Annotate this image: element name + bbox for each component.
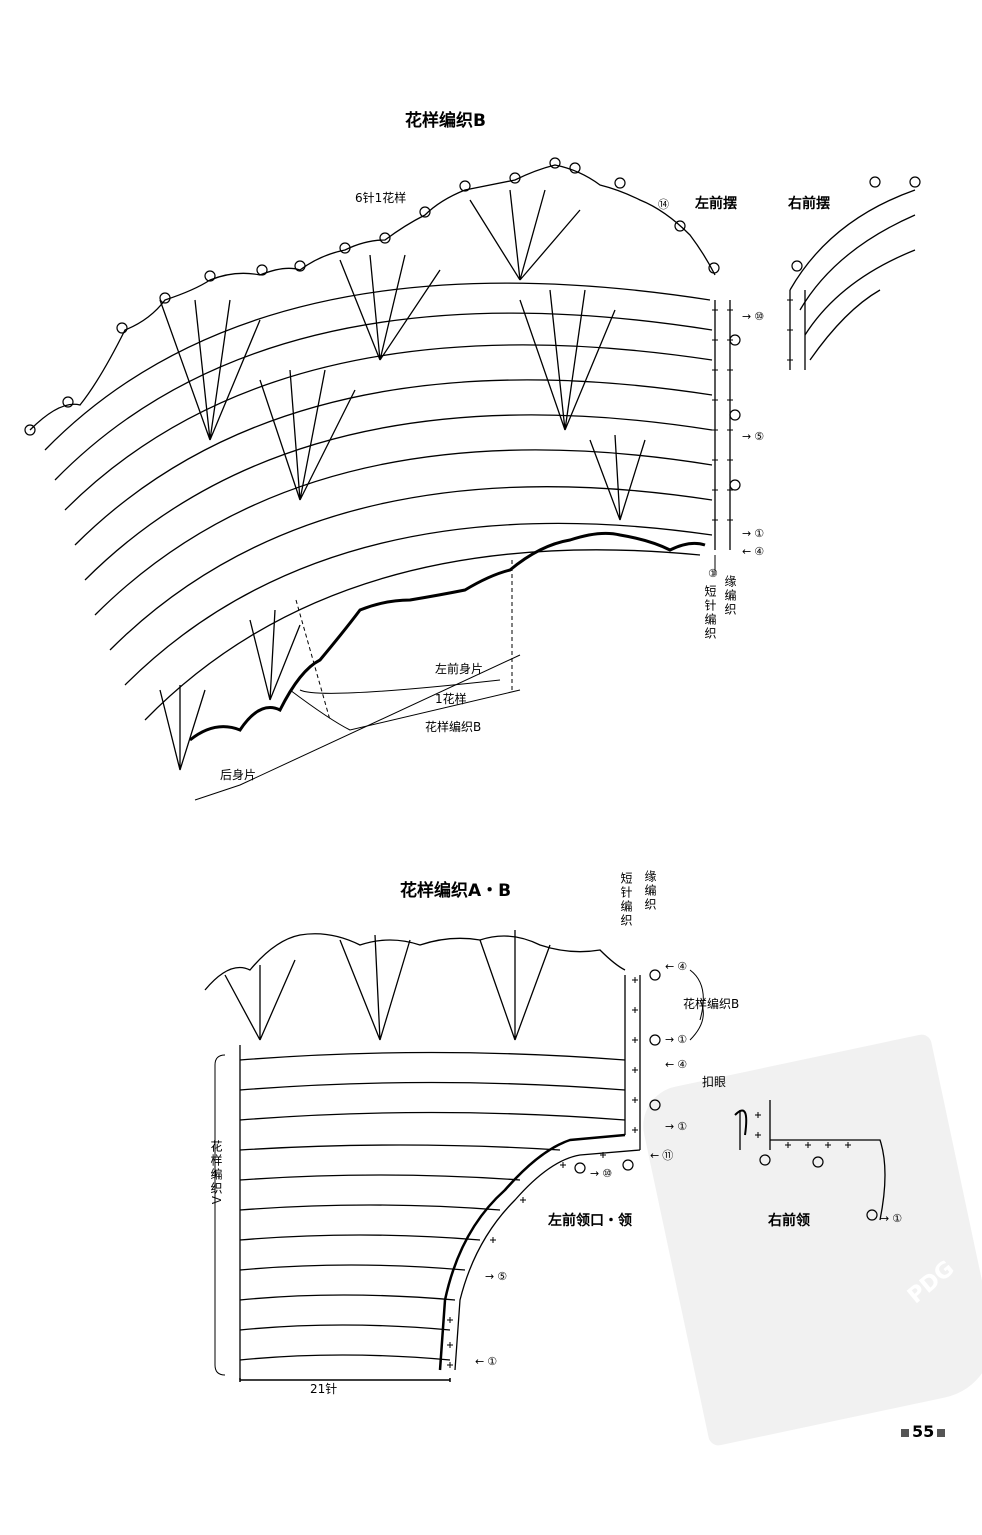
diagram-b-title: 花样编织B — [405, 111, 486, 131]
left-front-body-label: 左前身片 — [435, 662, 484, 676]
row-marker-5: →⑤ — [742, 430, 765, 443]
ab-pattern-b-label: 花样编织B — [683, 997, 740, 1011]
row-marker-4: ←④ — [742, 545, 765, 558]
ab-row-marker-10: →⑩ — [590, 1167, 613, 1180]
left-front-hem-label: 左前摆 — [695, 196, 737, 212]
page-number: 55 — [898, 1422, 948, 1441]
diagram-ab-title: 花样编织A・B — [400, 881, 512, 901]
ab-row-marker-4b: ←④ — [665, 1058, 688, 1071]
stitch-count-label: 21针 — [310, 1382, 338, 1396]
ab-edge-label-single-crochet: 短针编织 — [619, 872, 633, 928]
right-front-hem-label: 右前摆 — [788, 196, 830, 212]
row-marker-1a: →① — [742, 527, 765, 540]
edge-label-single-crochet: 短针编织 — [703, 585, 717, 641]
left-neck-label: 左前领口・领 — [548, 1213, 632, 1229]
bottom-boundary-b — [189, 531, 706, 742]
row-marker-1b: ① — [708, 567, 718, 580]
repeat-label: 6针1花样 — [355, 191, 407, 205]
ab-row-marker-1c: ←① — [475, 1355, 498, 1368]
ab-row-marker-11: ←⑪ — [650, 1148, 674, 1163]
row-marker-10: →⑩ — [742, 310, 765, 323]
ab-row-marker-1a: →① — [665, 1033, 688, 1046]
right-collar-label: 右前领 — [768, 1213, 810, 1229]
pattern-a-label: 花样编织A — [209, 1140, 223, 1207]
row-marker-14: ⑭ — [658, 198, 669, 211]
back-body-label: 后身片 — [220, 768, 257, 782]
ab-row-marker-1b: →① — [665, 1120, 688, 1133]
ab-row-marker-1d: →① — [880, 1212, 903, 1225]
ab-row-marker-5: →⑤ — [485, 1270, 508, 1283]
ab-edge-label-edging: 缘编织 — [643, 870, 657, 912]
ab-row-marker-4a: ←④ — [665, 960, 688, 973]
top-edge-ab — [204, 933, 626, 991]
buttonhole-label: 扣眼 — [702, 1075, 727, 1089]
edge-label-edging: 缘编织 — [723, 575, 737, 617]
edging-top-b — [29, 164, 716, 431]
pattern-b-label: 花样编织B — [425, 720, 482, 734]
neckline-boundary — [438, 1133, 626, 1371]
one-pattern-label: 1花样 — [435, 692, 467, 706]
